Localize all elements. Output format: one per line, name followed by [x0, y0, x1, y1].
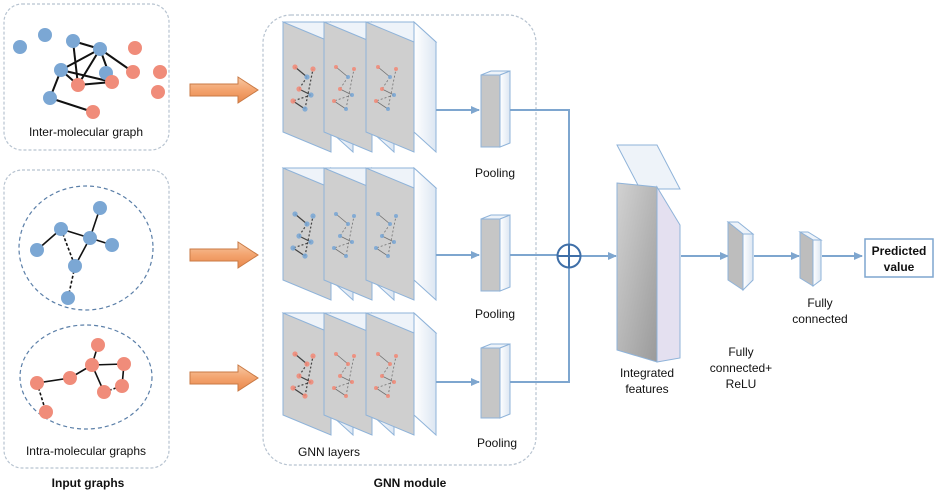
fc-relu-label-3: ReLU: [726, 377, 757, 391]
pooling-block-3: [480, 343, 511, 419]
fc-label-1: Fully: [807, 296, 832, 310]
inter-graph-label: Inter-molecular graph: [29, 125, 143, 139]
blue-molecule-atoms: [30, 201, 119, 305]
gnn-stack-3: [281, 311, 438, 437]
pooling-label-1: Pooling: [475, 166, 515, 180]
gnn-layer: [364, 311, 438, 437]
pooling-block-1: [480, 70, 511, 148]
predicted-value-label-1: Predicted: [872, 244, 927, 258]
integrated-features-block: [616, 144, 681, 363]
blue-molecule-boundary: [18, 185, 154, 311]
pooling-label-3: Pooling: [477, 436, 517, 450]
gnn-layer-stacks: [281, 20, 438, 437]
salmon-molecule-atoms: [30, 338, 131, 419]
gnn-layer: [364, 20, 438, 154]
fc-relu-label-2: connected+: [710, 361, 772, 375]
gnn-layer: [364, 166, 438, 302]
gnn-module-panel: [262, 14, 537, 466]
gnn-stack-1: [281, 20, 438, 154]
fc-label-2: connected: [792, 312, 847, 326]
input-graphs-title: Input graphs: [52, 476, 125, 490]
gnn-layers-label: GNN layers: [298, 445, 360, 459]
salmon-molecule-boundary: [19, 324, 153, 430]
intra-graph-label: Intra-molecular graphs: [26, 444, 146, 458]
integrated-features-label-2: features: [625, 382, 668, 396]
blue-molecule-bonds: [36, 207, 113, 299]
orange-block-arrow-icon: [189, 241, 259, 269]
fc-relu-label-1: Fully: [728, 345, 753, 359]
predicted-value-label-2: value: [884, 260, 915, 274]
gnn-module-title: GNN module: [374, 476, 447, 490]
pooling-block-2: [480, 214, 511, 292]
predicted-value-box: Predicted value: [864, 238, 934, 278]
intra-molecular-graphs-panel: Intra-molecular graphs: [3, 169, 170, 469]
orange-block-arrow-icon: [189, 76, 259, 104]
inter-molecular-graph-panel: Inter-molecular graph: [3, 3, 170, 151]
gnn-stack-2: [281, 166, 438, 302]
input-arrows: [189, 76, 259, 392]
fc-block: [798, 231, 823, 287]
integrated-features-label-1: Integrated: [620, 366, 674, 380]
fc-relu-block: [726, 220, 755, 292]
orange-block-arrow-icon: [189, 364, 259, 392]
inter-graph-nodes: [13, 28, 167, 119]
circle-plus-icon: [556, 243, 582, 269]
salmon-molecule-bonds: [36, 344, 125, 413]
pooling-label-2: Pooling: [475, 307, 515, 321]
connector-lines: [436, 106, 863, 386]
